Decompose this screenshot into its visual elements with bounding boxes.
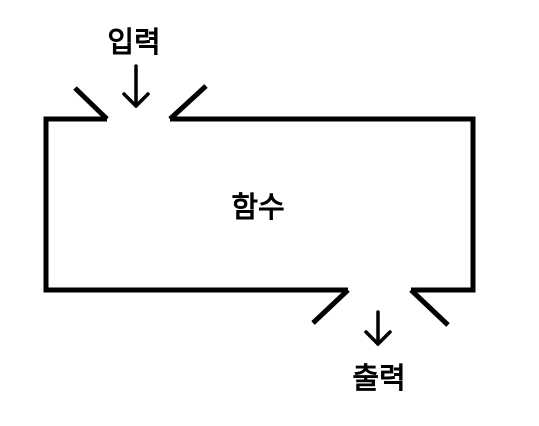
function-label: 함수 <box>231 190 284 224</box>
input-arrow <box>122 64 150 108</box>
function-box-outline-top-right <box>170 116 476 293</box>
output-arrow <box>364 310 392 346</box>
function-box-outline-left-bottom <box>43 116 348 293</box>
output-funnel-right-edge <box>409 288 450 327</box>
output-label: 출력 <box>352 361 405 395</box>
input-label: 입력 <box>107 25 160 59</box>
function-box <box>43 116 476 293</box>
output-funnel <box>311 288 450 327</box>
output-funnel-left-edge <box>311 288 350 325</box>
input-funnel-left-edge <box>73 86 109 121</box>
input-funnel-right-edge <box>168 84 208 121</box>
input-funnel <box>73 84 208 121</box>
